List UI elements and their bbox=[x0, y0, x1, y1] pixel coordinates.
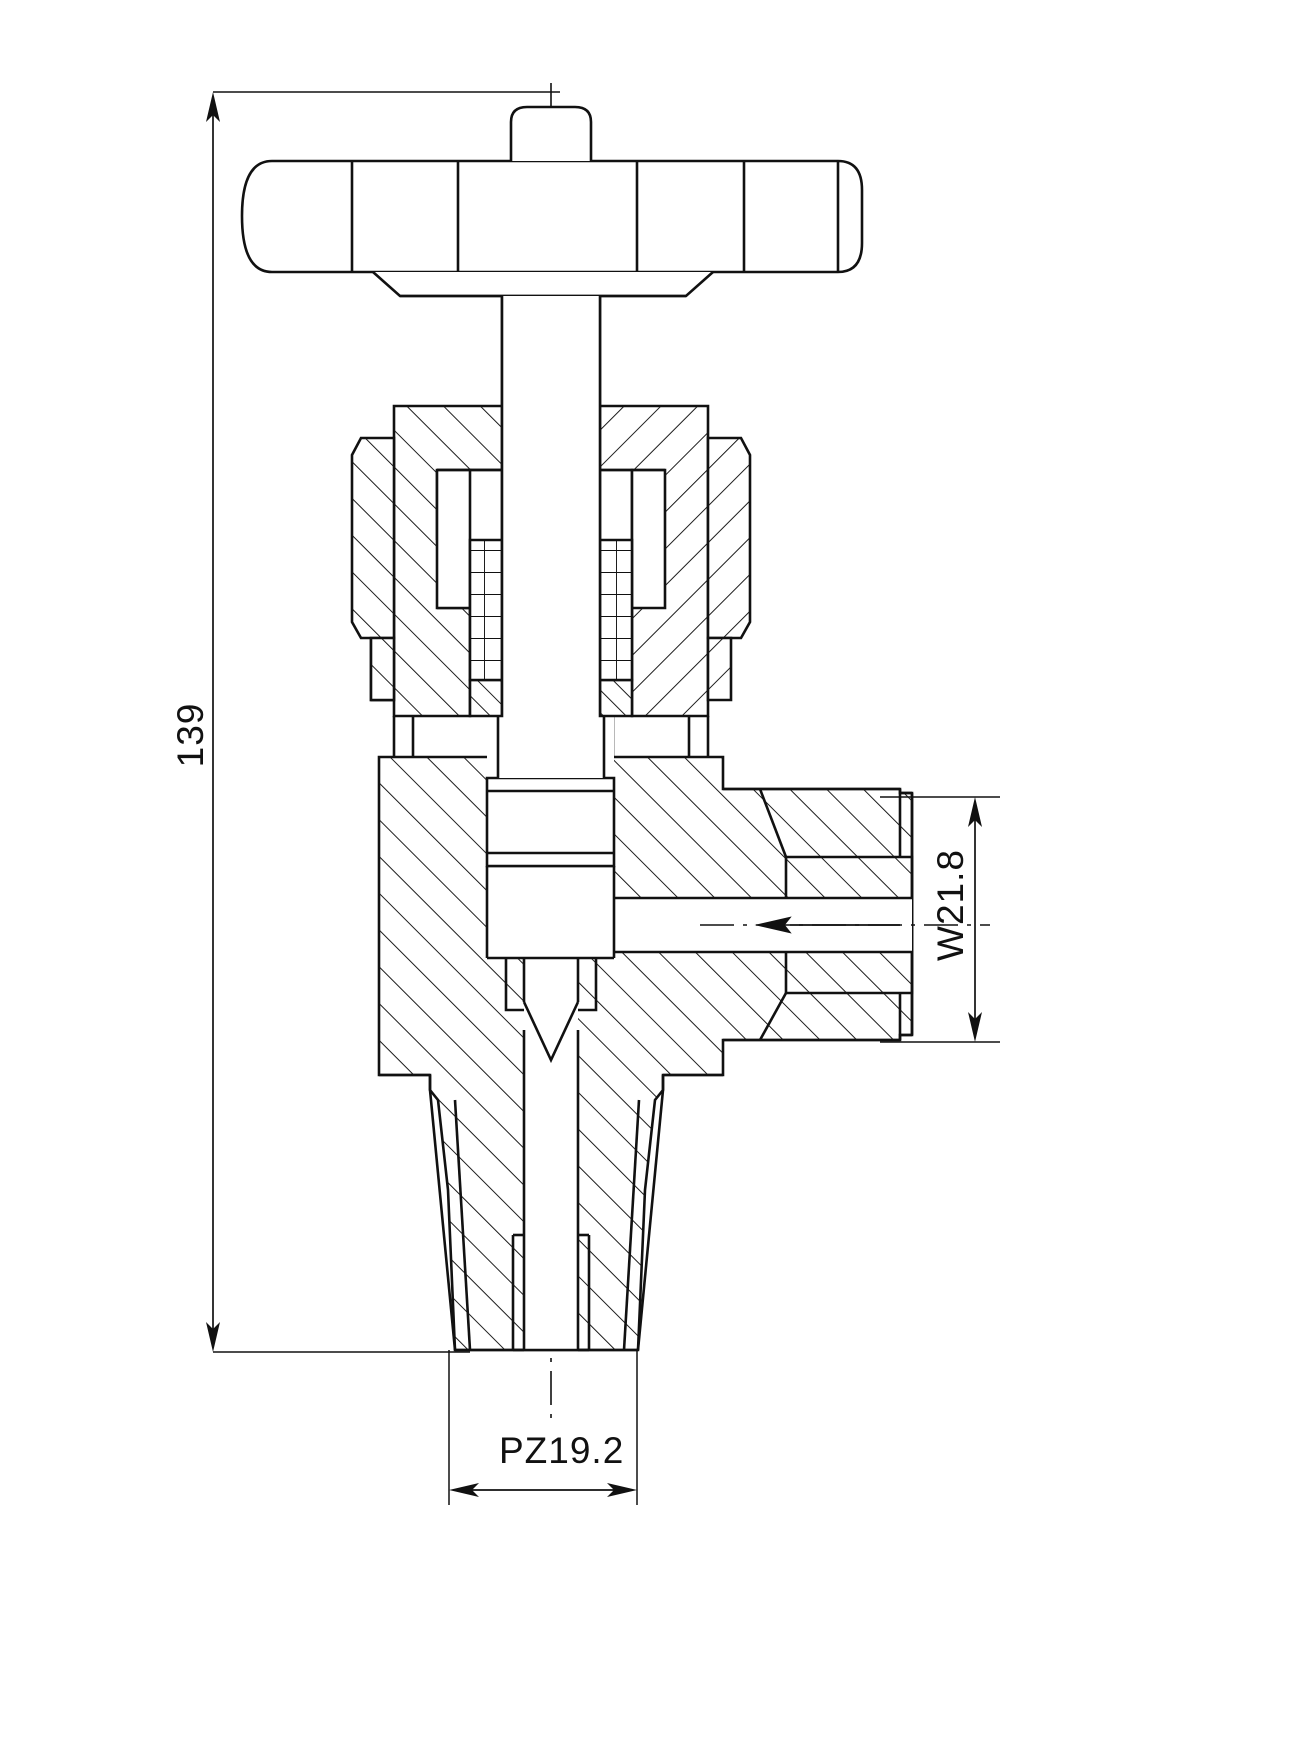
dimension-overall-height: 139 bbox=[170, 91, 560, 1353]
dimension-label-w218: W21.8 bbox=[930, 849, 971, 961]
dimension-label-139: 139 bbox=[170, 703, 211, 768]
bonnet-assembly bbox=[350, 280, 752, 757]
dimension-label-pz192: PZ19.2 bbox=[499, 1430, 624, 1471]
handwheel bbox=[240, 105, 864, 406]
valve-body bbox=[377, 716, 914, 1352]
bottom-connection bbox=[379, 1030, 723, 1352]
needle-plug bbox=[485, 716, 616, 1064]
dimension-bottom-thread: PZ19.2 bbox=[448, 1350, 638, 1505]
dimension-side-port-width: W21.8 bbox=[754, 796, 1000, 1043]
